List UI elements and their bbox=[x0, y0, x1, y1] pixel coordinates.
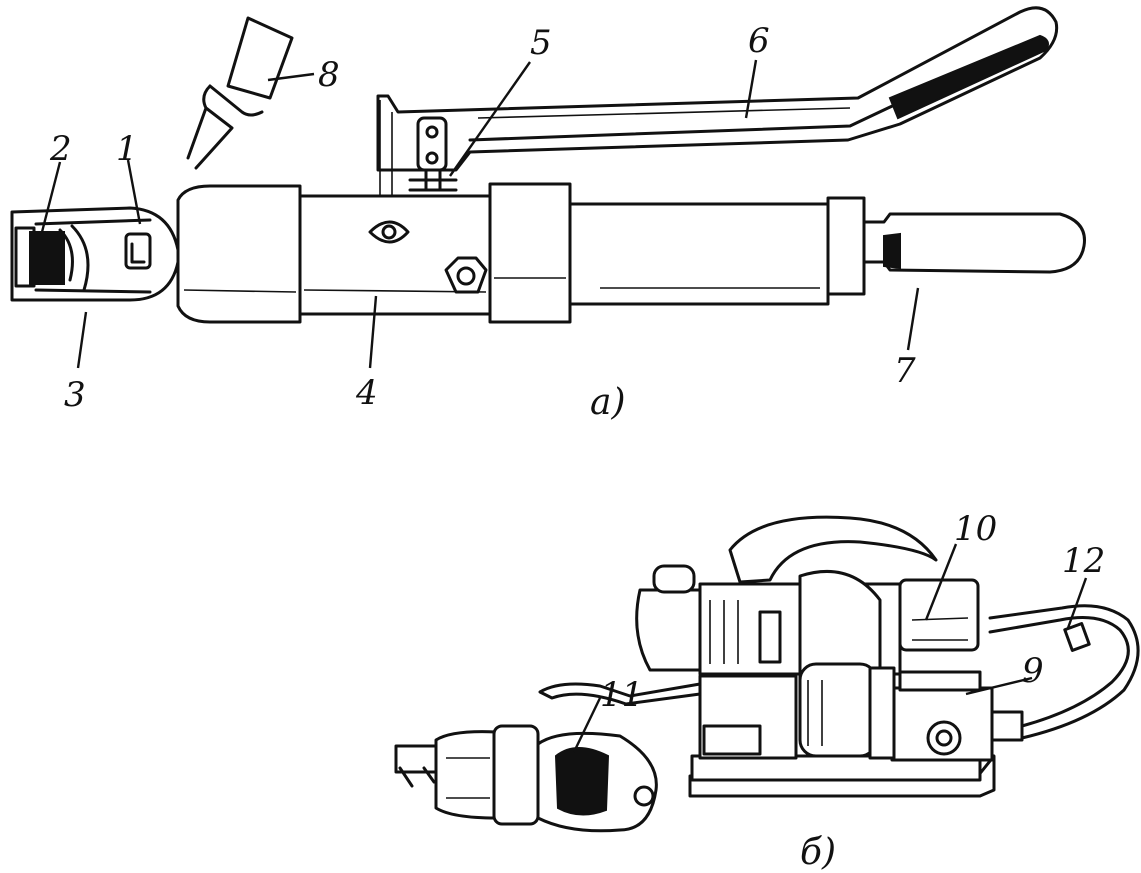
operating-lever bbox=[376, 6, 1059, 196]
powered-press-drawing bbox=[394, 515, 1140, 833]
hose-stub bbox=[186, 16, 294, 170]
subfigure-captions: a) б) bbox=[590, 382, 836, 873]
pump-lever-rod bbox=[538, 682, 702, 706]
pump-block bbox=[890, 670, 1024, 762]
callout-1: 1 bbox=[116, 129, 138, 169]
manual-press-drawing bbox=[10, 6, 1086, 369]
callout-8: 8 bbox=[318, 55, 340, 95]
callout-5: 5 bbox=[530, 23, 552, 63]
reservoir-housing bbox=[698, 662, 896, 760]
callout-7: 7 bbox=[894, 351, 916, 391]
callout-3: 3 bbox=[64, 375, 86, 415]
callout-labels: 1 2 3 4 5 6 7 8 9 10 11 12 bbox=[49, 21, 1105, 715]
callout-12: 12 bbox=[1062, 541, 1105, 581]
callout-10: 10 bbox=[954, 509, 997, 549]
callout-6: 6 bbox=[748, 21, 770, 61]
callout-2: 2 bbox=[49, 129, 72, 169]
crimping-head bbox=[10, 206, 180, 302]
callout-9: 9 bbox=[1022, 651, 1044, 691]
caption-b: б) bbox=[800, 832, 836, 873]
cylinder-body bbox=[176, 182, 866, 324]
powered-press-leaders bbox=[572, 543, 1088, 753]
callout-11: 11 bbox=[600, 675, 643, 715]
callout-4: 4 bbox=[355, 373, 378, 413]
caption-a: a) bbox=[590, 382, 626, 423]
electric-motor bbox=[635, 564, 980, 694]
fixed-handle bbox=[862, 212, 1086, 274]
carrying-handle bbox=[728, 515, 938, 584]
high-pressure-hose bbox=[988, 604, 1140, 740]
remote-crimping-head bbox=[394, 724, 658, 833]
manual-press-leaders bbox=[40, 59, 920, 369]
